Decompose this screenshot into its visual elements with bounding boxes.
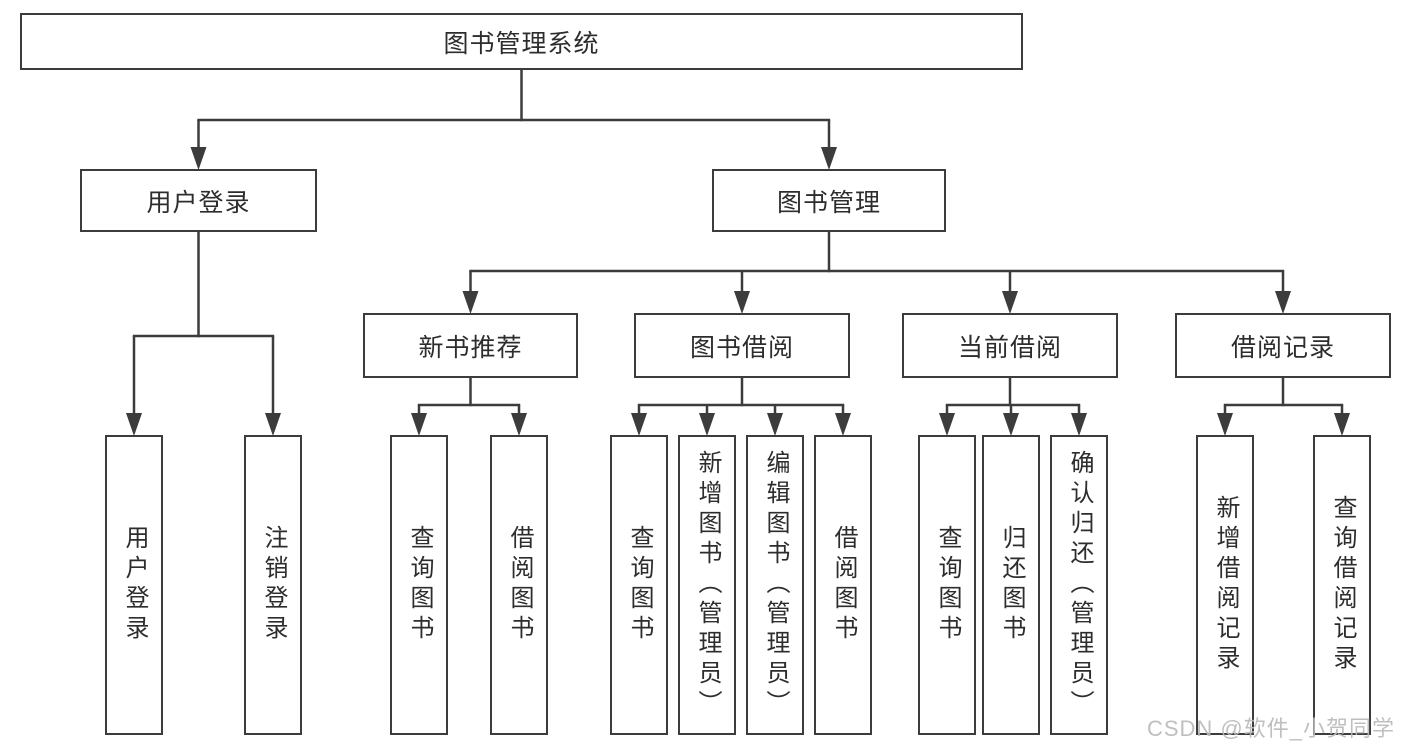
- node-label: 查询图书: [626, 525, 653, 645]
- connector-root-to-level2: [190, 70, 837, 170]
- node-label: 注销登录: [260, 525, 287, 645]
- node-leaf-query-book-1: 查询图书: [390, 435, 448, 735]
- node-label: 查询借阅记录: [1329, 495, 1356, 675]
- node-label: 图书借阅: [689, 333, 794, 362]
- node-label: 用户登录: [146, 188, 251, 217]
- node-label: 借阅记录: [1230, 333, 1335, 362]
- node-label: 编辑图书（管理员）: [762, 450, 789, 720]
- node-label: 图书管理系统: [443, 29, 600, 58]
- node-current-borrow: 当前借阅: [902, 313, 1118, 378]
- node-label: 查询图书: [406, 525, 433, 645]
- node-label: 查询图书: [934, 525, 961, 645]
- node-leaf-borrow-book-1: 借阅图书: [490, 435, 548, 735]
- node-book-management: 图书管理: [712, 169, 946, 232]
- node-label: 新增图书（管理员）: [694, 450, 721, 720]
- node-library-management-system: 图书管理系统: [20, 13, 1023, 70]
- node-leaf-edit-book-admin: 编辑图书（管理员）: [746, 435, 804, 735]
- node-leaf-user-login: 用户登录: [105, 435, 163, 735]
- connector-user-login-group: [126, 232, 281, 436]
- node-label: 用户登录: [121, 525, 148, 645]
- node-borrow-record: 借阅记录: [1175, 313, 1391, 378]
- node-book-borrow: 图书借阅: [634, 313, 850, 378]
- node-label: 当前借阅: [957, 333, 1062, 362]
- node-leaf-logout: 注销登录: [244, 435, 302, 735]
- node-leaf-query-book-2: 查询图书: [610, 435, 668, 735]
- connector-book-borrow-group: [631, 378, 851, 436]
- node-leaf-return-book: 归还图书: [982, 435, 1040, 735]
- node-label: 新书推荐: [418, 333, 523, 362]
- node-leaf-add-borrow-record: 新增借阅记录: [1196, 435, 1254, 735]
- connector-book-management-to-level3: [462, 232, 1291, 314]
- node-label: 借阅图书: [506, 525, 533, 645]
- node-leaf-query-book-3: 查询图书: [918, 435, 976, 735]
- node-leaf-add-book-admin: 新增图书（管理员）: [678, 435, 736, 735]
- node-label: 借阅图书: [830, 525, 857, 645]
- csdn-watermark: CSDN @软件_小贺同学: [1146, 716, 1395, 741]
- connector-new-book-group: [411, 378, 527, 436]
- node-leaf-confirm-return-admin: 确认归还（管理员）: [1050, 435, 1108, 735]
- node-label: 确认归还（管理员）: [1066, 450, 1093, 720]
- node-leaf-borrow-book-2: 借阅图书: [814, 435, 872, 735]
- node-user-login: 用户登录: [80, 169, 317, 232]
- node-label: 图书管理: [776, 188, 881, 217]
- node-label: 新增借阅记录: [1212, 495, 1239, 675]
- connector-current-borrow-group: [939, 378, 1087, 436]
- node-label: 归还图书: [998, 525, 1025, 645]
- connector-borrow-record-group: [1217, 378, 1350, 436]
- node-new-book-recommend: 新书推荐: [363, 313, 578, 378]
- node-leaf-query-borrow-record: 查询借阅记录: [1313, 435, 1371, 735]
